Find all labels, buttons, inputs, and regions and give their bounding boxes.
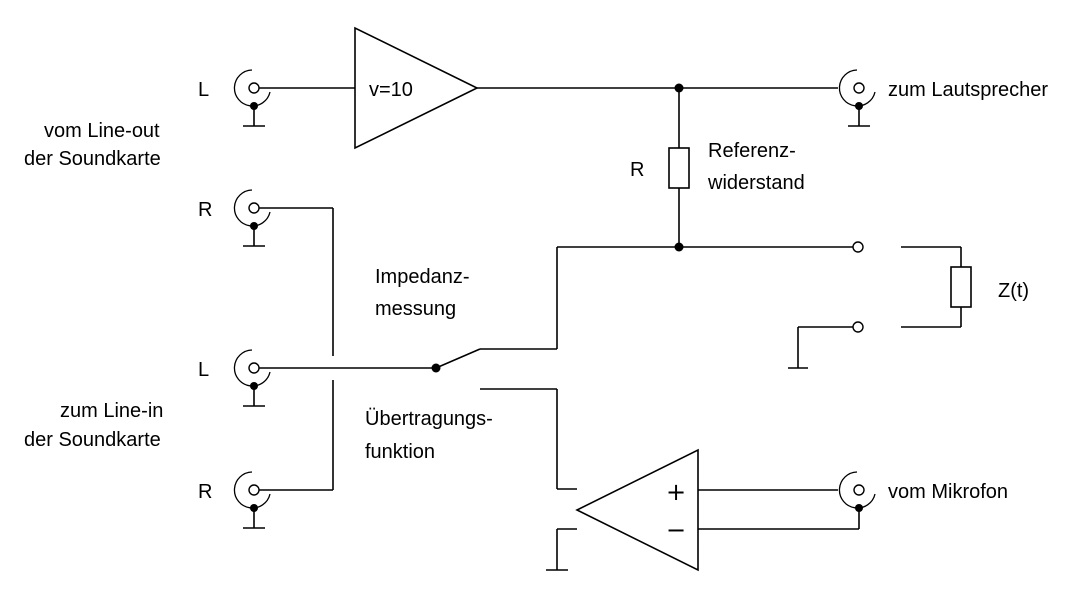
label-speaker: zum Lautsprecher: [888, 79, 1048, 101]
jack-speaker: [838, 69, 876, 127]
label-zt: Z(t): [998, 280, 1029, 302]
mic-preamp: + −: [546, 448, 859, 572]
plus-sign: +: [666, 478, 686, 506]
label-res-desc-1: Referenz-: [708, 140, 796, 162]
label-impedance-2: messung: [375, 298, 456, 320]
label-res-desc-2: widerstand: [707, 172, 805, 194]
jack-lineout-R: [233, 189, 334, 356]
label-line-out-1: vom Line-out: [44, 120, 160, 142]
jack-linein-R: [233, 380, 334, 529]
label-transfer-1: Übertragungs-: [365, 408, 493, 430]
label-mic: vom Mikrofon: [888, 481, 1008, 503]
label-line-out-2: der Soundkarte: [24, 148, 161, 170]
minus-sign: −: [666, 516, 686, 544]
label-linein-R: R: [198, 481, 212, 503]
impedance-terminals: [788, 241, 972, 369]
label-transfer-2: funktion: [365, 441, 435, 463]
label-res-name: R: [630, 159, 644, 181]
label-amp-gain: v=10: [369, 79, 413, 101]
amplifier-v10: [354, 26, 838, 150]
jack-linein-L: [233, 349, 436, 407]
label-input-R: R: [198, 199, 212, 221]
label-input-L: L: [198, 79, 209, 101]
label-line-in-1: zum Line-in: [60, 400, 163, 422]
label-line-in-2: der Soundkarte: [24, 429, 161, 451]
label-linein-L: L: [198, 359, 209, 381]
jack-lineout-L: [233, 69, 355, 127]
reference-resistor: [480, 88, 853, 350]
label-impedance-1: Impedanz-: [375, 266, 470, 288]
mode-switch: [431, 348, 577, 490]
jack-microphone: [838, 471, 876, 529]
